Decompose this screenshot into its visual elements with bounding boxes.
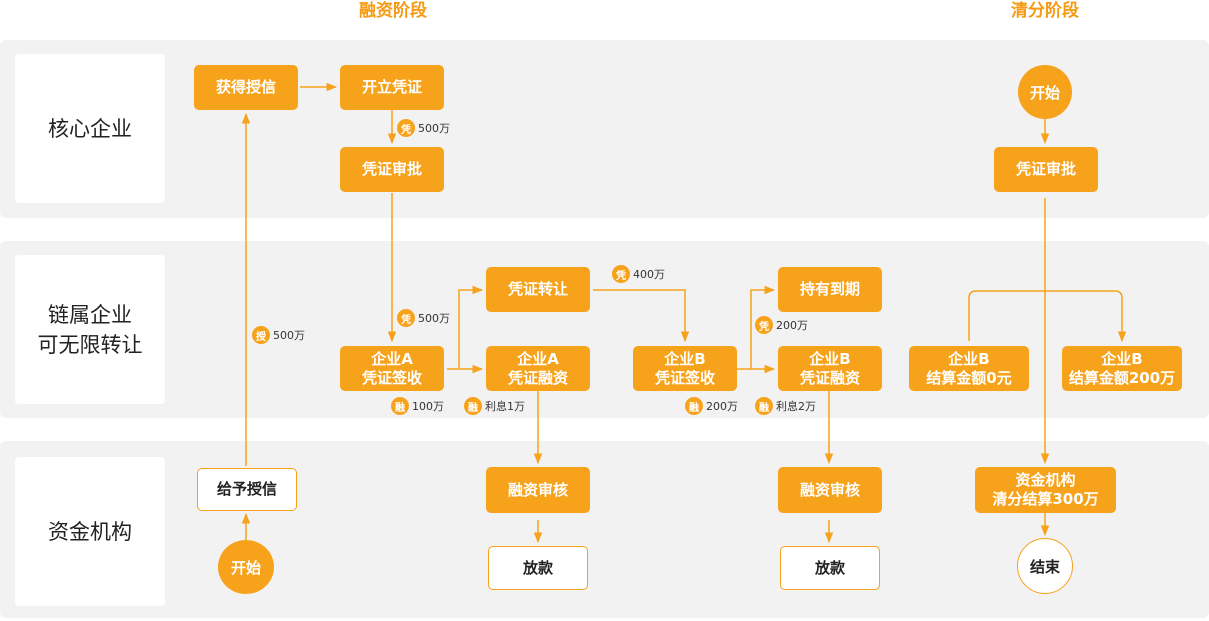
hold-to-maturity-node[interactable]: 持有到期 [778,267,882,312]
clear-settle-300-label: 清分结算300万 [992,490,1099,508]
get-credit-node[interactable]: 获得授信 [194,65,298,110]
clearing-voucher-approval-node[interactable]: 凭证审批 [994,147,1098,192]
annotation-value: 500万 [418,122,450,135]
voucher-badge-icon: 凭 [755,316,773,334]
annotation-value: 200万 [706,400,738,413]
lane-label-core: 核心企业 [15,54,165,203]
company-a-financing-node[interactable]: 企业A 凭证融资 [486,346,590,391]
hold-to-maturity-label: 持有到期 [799,280,860,298]
annotation-value: 利息2万 [776,400,816,413]
lane-label-fund: 资金机构 [15,457,165,606]
annotation-voucher-400: 凭 400万 [612,265,665,283]
fund-clear-settle-node[interactable]: 资金机构 清分结算300万 [975,467,1116,513]
company-a-name: 企业A [517,349,559,368]
company-b-settle-0-node[interactable]: 企业B 结算金额0元 [909,346,1029,391]
clearing-voucher-approval-label: 凭证审批 [1015,160,1076,178]
company-b-name: 企业B [809,349,851,368]
loan-b-node[interactable]: 放款 [780,546,880,590]
financing-review-b-node[interactable]: 融资审核 [778,467,882,513]
company-b-name: 企业B [664,349,706,368]
lane-label-chain: 链属企业 可无限转让 [15,255,165,404]
settle-amount-200-label: 结算金额200万 [1068,368,1176,387]
annotation-value: 500万 [418,312,450,325]
phase-financing: 融资阶段 [359,1,427,21]
end-label: 结束 [1029,557,1060,576]
voucher-transfer-label: 凭证转让 [507,280,568,298]
annotation-finance-200: 融 200万 [685,397,738,415]
annotation-value: 100万 [412,400,444,413]
grant-credit-label: 给予授信 [216,480,277,498]
voucher-badge-icon: 凭 [397,119,415,137]
loan-b-label: 放款 [814,558,845,577]
annotation-voucher-200: 凭 200万 [755,316,808,334]
end-node[interactable]: 结束 [1017,538,1073,594]
company-b-financing-node[interactable]: 企业B 凭证融资 [778,346,882,391]
company-a-sign-node[interactable]: 企业A 凭证签收 [340,346,444,391]
credit-badge-icon: 授 [252,326,270,344]
financing-review-a-label: 融资审核 [507,480,568,499]
company-a-financing-label: 凭证融资 [507,368,568,387]
clearing-start-node[interactable]: 开始 [1018,65,1072,119]
finance-badge-icon: 融 [464,397,482,415]
clearing-start-label: 开始 [1029,83,1060,102]
annotation-value: 400万 [633,268,665,281]
company-b-name: 企业B [1101,349,1143,368]
finance-badge-icon: 融 [685,397,703,415]
company-b-financing-label: 凭证融资 [799,368,860,387]
company-b-name: 企业B [948,349,990,368]
annotation-credit-500: 授 500万 [252,326,305,344]
annotation-value: 200万 [776,319,808,332]
financing-start-label: 开始 [230,558,261,577]
annotation-voucher-500b: 凭 500万 [397,309,450,327]
loan-a-label: 放款 [522,558,553,577]
voucher-badge-icon: 凭 [397,309,415,327]
settle-amount-0-label: 结算金额0元 [926,368,1012,387]
annotation-voucher-500: 凭 500万 [397,119,450,137]
company-a-sign-label: 凭证签收 [361,368,422,387]
company-b-sign-node[interactable]: 企业B 凭证签收 [633,346,737,391]
voucher-badge-icon: 凭 [612,265,630,283]
voucher-approval-label: 凭证审批 [361,160,422,178]
financing-review-a-node[interactable]: 融资审核 [486,467,590,513]
company-a-name: 企业A [371,349,413,368]
grant-credit-node[interactable]: 给予授信 [197,468,297,511]
annotation-finance-100: 融 100万 [391,397,444,415]
voucher-transfer-node[interactable]: 凭证转让 [486,267,590,312]
company-b-sign-label: 凭证签收 [654,368,715,387]
annotation-value: 利息1万 [485,400,525,413]
finance-badge-icon: 融 [391,397,409,415]
financing-review-b-label: 融资审核 [799,480,860,499]
fund-institution-label: 资金机构 [1015,471,1076,489]
finance-badge-icon: 融 [755,397,773,415]
phase-clearing: 清分阶段 [1011,1,1079,21]
open-voucher-node[interactable]: 开立凭证 [340,65,444,110]
annotation-value: 500万 [273,329,305,342]
company-b-settle-200-node[interactable]: 企业B 结算金额200万 [1062,346,1182,391]
loan-a-node[interactable]: 放款 [488,546,588,590]
get-credit-label: 获得授信 [215,78,276,96]
annotation-interest-1: 融 利息1万 [464,397,525,415]
open-voucher-label: 开立凭证 [361,78,422,96]
financing-start-node[interactable]: 开始 [218,540,274,594]
annotation-interest-2: 融 利息2万 [755,397,816,415]
voucher-approval-node[interactable]: 凭证审批 [340,147,444,192]
